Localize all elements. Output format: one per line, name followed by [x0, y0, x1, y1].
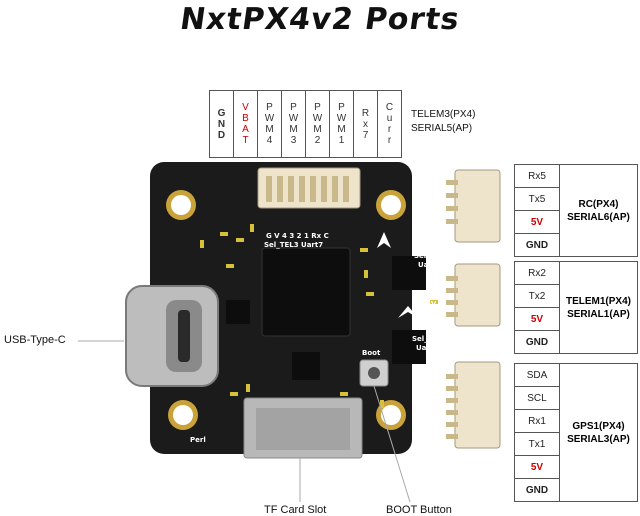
ic-chip [392, 256, 426, 290]
pin-label: Tx2 [515, 285, 559, 308]
silk-tel1-pin: G [430, 311, 436, 319]
silk-sel-tel1: Sel_TEL1 [414, 252, 449, 260]
mounting-hole-icon [168, 400, 198, 430]
silk-sel-tel3: Sel_TEL3 Uart7 [264, 241, 323, 249]
silk-boot: Boot [362, 349, 381, 357]
silk-tel1-pin: Rx [426, 278, 436, 286]
pin-label: 5V [515, 308, 559, 331]
pin-label: GND [525, 239, 549, 251]
ic-chip [392, 330, 426, 364]
port-label: GPS1(PX4)SERIAL3(AP) [567, 420, 630, 445]
silk-gps-pin: SCL [420, 384, 435, 392]
silk-sel-gps1: Sel_GPS1 [412, 335, 449, 343]
silk-gps-pin: G [430, 424, 436, 432]
gps1-connector [454, 361, 501, 449]
telem3-port-label: TELEM3(PX4) SERIAL5(AP) [411, 109, 476, 134]
pin-label: Tx1 [515, 433, 559, 456]
silk-rc-pin: G [430, 224, 436, 232]
arrow-icon [377, 232, 391, 248]
mounting-hole-icon [376, 190, 406, 220]
pin-label: Tx5 [515, 188, 559, 211]
pin-label: GND [525, 484, 549, 496]
pin-label: GND [525, 336, 549, 348]
pin-label: SDA [515, 364, 559, 387]
silk-tel1-pin: 5V [426, 300, 437, 308]
tf-card-label: TF Card Slot [264, 504, 327, 516]
silk-sel-rc: Sel_RC [412, 172, 438, 180]
silk-gps-pin: SDA [420, 374, 437, 382]
pin-label: 5V [515, 456, 559, 479]
silk-tel1-pin: Tx [426, 289, 436, 297]
silk-uart5: Uart5 [416, 181, 438, 189]
silk-perl: Perl [190, 436, 206, 444]
port-label: TELEM1(PX4)SERIAL1(AP) [565, 295, 631, 320]
rc-connector [454, 169, 501, 243]
pin-label: Rx5 [515, 165, 559, 188]
silk-gps-pin: Tx [426, 404, 436, 412]
silk-gps-pin: Rx [426, 394, 436, 402]
telem1-connector [454, 263, 501, 327]
pin-label: Rx1 [515, 410, 559, 433]
silk-gps-pin: 5V [426, 414, 437, 422]
pin-label: Rx2 [515, 262, 559, 285]
boot-button-label: BOOT Button [386, 504, 452, 516]
pin-label: 5V [515, 211, 559, 234]
boot-callout-line [373, 385, 411, 503]
silk-top-row: G V 4 3 2 1 Rx C [266, 232, 329, 240]
silk-uart2: Uart2 [418, 261, 440, 269]
silk-rc-pin: 5V [426, 214, 437, 222]
port-label: RC(PX4)SERIAL6(AP) [567, 198, 630, 223]
mounting-hole-icon [166, 190, 196, 220]
silk-rc-pin: Tx [426, 204, 436, 212]
silk-rc-pin: RCin [418, 194, 436, 202]
mcu-chip [261, 247, 351, 337]
pin-label: SCL [515, 387, 559, 410]
silk-uart1: Uart1 [416, 344, 438, 352]
usb-c-label: USB-Type-C [4, 334, 66, 346]
